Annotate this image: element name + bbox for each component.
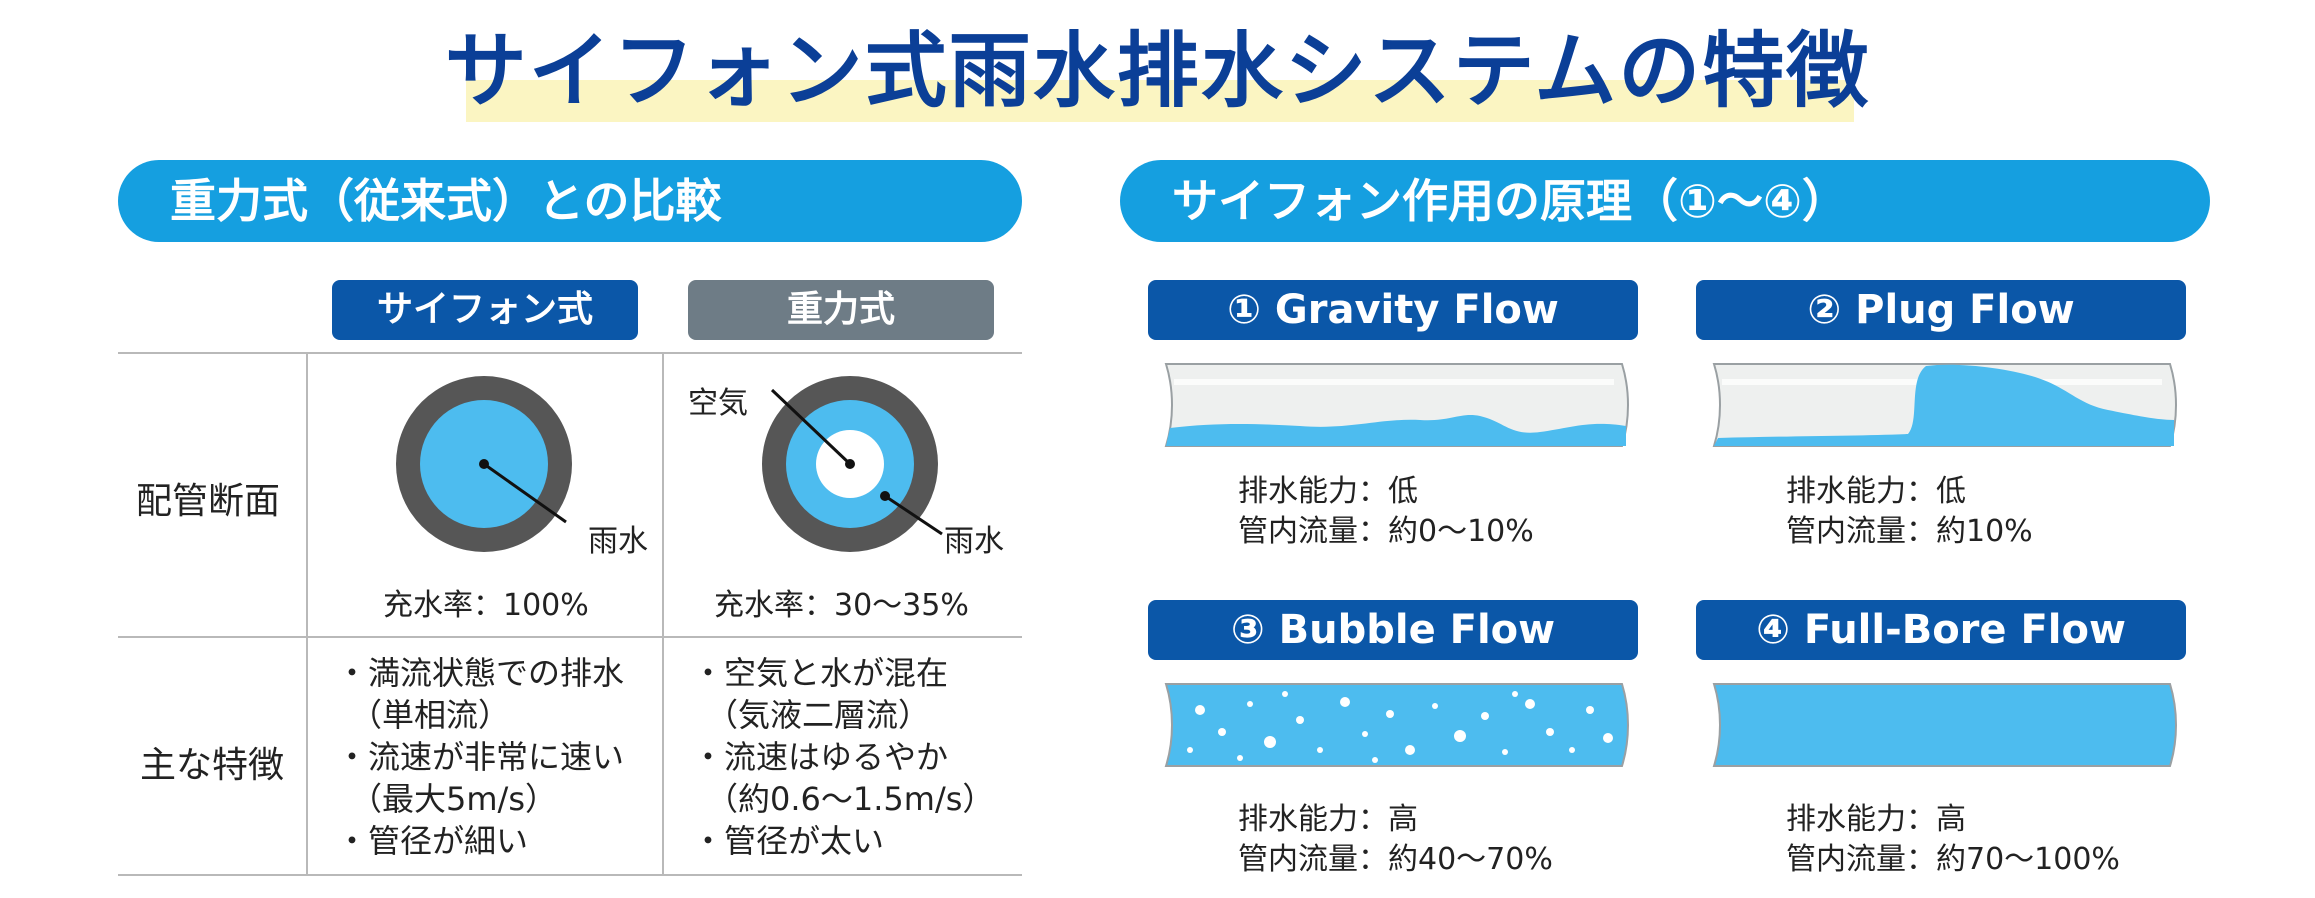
row-label-features: 主な特徴 — [140, 745, 285, 786]
siphon-feature-line: ・管径が細い — [336, 822, 529, 860]
siphon-feature-line: ・流速が非常に速い — [336, 738, 625, 776]
bubble-flow-pipe — [1164, 683, 1629, 767]
table-divider-bottom — [118, 874, 1022, 876]
gravity-column-header: 重力式 — [688, 280, 994, 340]
gravity-flow-pipe — [1164, 363, 1629, 447]
plug-flow-header: ② Plug Flow — [1696, 280, 2186, 340]
siphon-rain-label: 雨水 — [588, 524, 648, 559]
title-area: サイフォン式雨水排水システムの特徴 — [0, 18, 2315, 128]
comparison-heading: 重力式（従来式）との比較 — [118, 160, 1022, 242]
siphon-features: ・満流状態での排水 （単相流） ・流速が非常に速い （最大5m/s） ・管径が細… — [336, 652, 624, 862]
siphon-column-header: サイフォン式 — [332, 280, 638, 340]
plug-flow-pipe — [1712, 363, 2177, 447]
gravity-feature-line: ・流速はゆるやか — [692, 738, 949, 776]
page-title: サイフォン式雨水排水システムの特徴 — [444, 24, 1871, 119]
title-highlight — [466, 80, 1854, 122]
plug-flow-info: 排水能力：低 管内流量：約10% — [1786, 472, 2033, 552]
siphon-feature-line: （最大5m/s） — [350, 780, 557, 818]
table-divider-middle — [118, 636, 1022, 638]
siphon-feature-line: （単相流） — [350, 696, 511, 734]
full-bore-flow-info: 排水能力：高 管内流量：約70～100% — [1786, 800, 2120, 880]
flow-rate: 管内流量：約70～100% — [1786, 842, 2120, 877]
gravity-feature-line: （約0.6～1.5m/s） — [706, 780, 995, 818]
siphon-feature-line: ・満流状態での排水 — [336, 654, 625, 692]
gravity-flow-info: 排水能力：低 管内流量：約0～10% — [1238, 472, 1534, 552]
gravity-features: ・空気と水が混在 （気液二層流） ・流速はゆるやか （約0.6～1.5m/s） … — [692, 652, 994, 862]
flow-capacity: 排水能力：低 — [1786, 474, 1966, 509]
siphon-fill-rate: 充水率：100% — [383, 588, 589, 623]
bubble-flow-info: 排水能力：高 管内流量：約40～70% — [1238, 800, 1553, 880]
siphon-pipe-section — [396, 376, 572, 552]
row-label-section: 配管断面 — [136, 481, 281, 522]
bubble-flow-header: ③ Bubble Flow — [1148, 600, 1638, 660]
gravity-feature-line: （気液二層流） — [706, 696, 931, 734]
gravity-fill-rate: 充水率：30～35% — [714, 588, 969, 623]
full-bore-flow-pipe — [1712, 683, 2177, 767]
gravity-feature-line: ・空気と水が混在 — [692, 654, 949, 692]
flow-capacity: 排水能力：高 — [1786, 802, 1966, 837]
gravity-pipe-section — [762, 376, 943, 552]
flow-rate: 管内流量：約0～10% — [1238, 514, 1534, 549]
full-bore-flow-header: ④ Full-Bore Flow — [1696, 600, 2186, 660]
principle-heading: サイフォン作用の原理（①～④） — [1120, 160, 2210, 242]
flow-capacity: 排水能力：高 — [1238, 802, 1418, 837]
gravity-rain-label: 雨水 — [944, 524, 1004, 559]
table-divider-col2 — [662, 352, 664, 874]
gravity-flow-header: ① Gravity Flow — [1148, 280, 1638, 340]
flow-rate: 管内流量：約40～70% — [1238, 842, 1553, 877]
table-divider-col1 — [306, 352, 308, 874]
table-divider-top — [118, 352, 1022, 354]
gravity-air-label: 空気 — [688, 386, 748, 421]
flow-capacity: 排水能力：低 — [1238, 474, 1418, 509]
gravity-feature-line: ・管径が太い — [692, 822, 885, 860]
flow-rate: 管内流量：約10% — [1786, 514, 2033, 549]
